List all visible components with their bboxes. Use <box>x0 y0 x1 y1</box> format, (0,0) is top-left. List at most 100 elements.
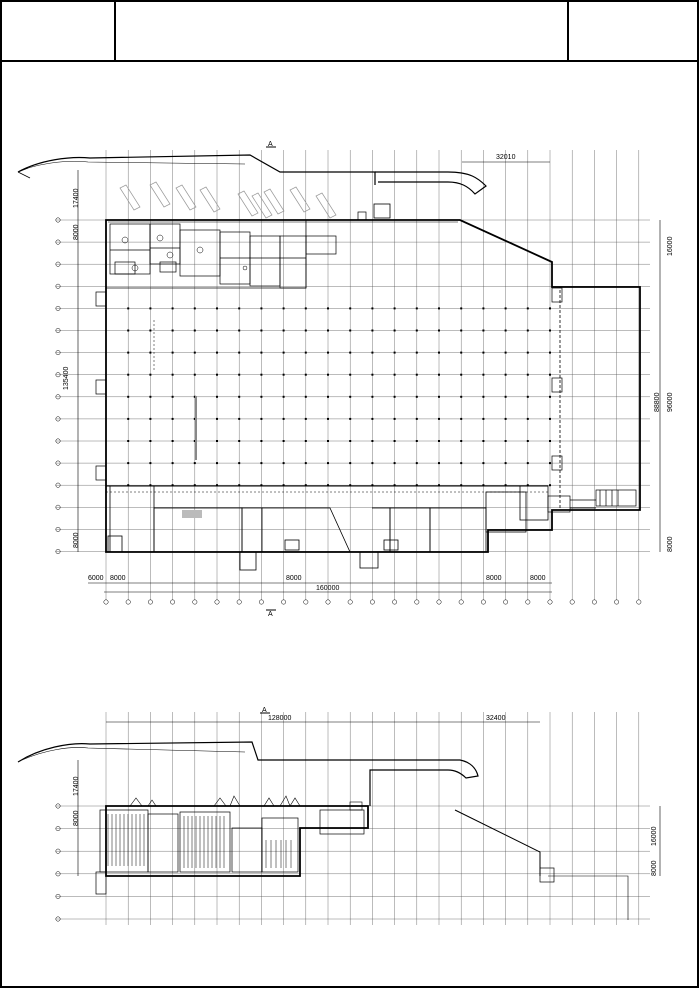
column-mark <box>349 329 352 332</box>
column-mark <box>216 395 218 398</box>
column-mark <box>282 351 285 354</box>
axis-bubble <box>281 599 287 605</box>
column-mark <box>415 462 418 465</box>
column-mark <box>526 351 529 354</box>
column-mark <box>460 417 463 420</box>
axis-bubble <box>55 305 61 311</box>
column-mark <box>460 307 463 310</box>
column-mark <box>327 462 329 465</box>
column-mark <box>193 373 196 376</box>
title-cell-center <box>116 2 567 60</box>
stair-strips <box>119 181 337 219</box>
axis-bubble <box>55 261 61 267</box>
column-mark <box>304 307 307 310</box>
column-mark <box>127 440 130 442</box>
column-mark <box>349 373 352 376</box>
axis-bubble <box>55 460 61 466</box>
column-mark <box>349 484 352 487</box>
column-mark <box>393 484 396 487</box>
axis-bubble <box>55 893 61 899</box>
column-mark <box>127 373 130 376</box>
column-mark <box>171 351 174 354</box>
column-mark <box>238 440 241 442</box>
axis-bubble <box>147 599 153 605</box>
column-mark <box>216 351 218 354</box>
dim-bottom-4: 160000 <box>316 585 339 592</box>
right-exit-top <box>547 489 637 513</box>
column-mark <box>327 307 329 310</box>
axis-bubble <box>55 826 61 832</box>
column-mark <box>438 373 440 376</box>
column-mark <box>549 307 551 310</box>
column-mark <box>549 417 551 420</box>
column-mark <box>415 440 418 442</box>
column-mark <box>193 484 196 487</box>
axis-bubble <box>55 504 61 510</box>
column-mark <box>260 484 263 487</box>
column-mark <box>482 329 485 332</box>
dim-bottom-5: 8000 <box>486 575 502 582</box>
column-mark <box>260 329 263 332</box>
column-mark <box>216 440 218 442</box>
column-mark <box>282 440 285 442</box>
axis-bubble <box>547 599 553 605</box>
column-mark <box>371 373 374 376</box>
axis-bubble <box>392 599 398 605</box>
column-mark <box>393 395 396 398</box>
axis-bubble <box>214 599 220 605</box>
column-mark <box>327 351 329 354</box>
column-mark <box>526 395 529 398</box>
column-mark <box>216 329 218 332</box>
column-mark <box>460 351 463 354</box>
column-mark <box>504 417 507 420</box>
column-mark <box>171 417 174 420</box>
column-mark <box>127 417 130 420</box>
dim-top-1: 32010 <box>496 154 516 161</box>
column-mark <box>549 440 551 442</box>
title-cell-right <box>569 2 697 60</box>
column-mark <box>216 417 218 420</box>
dim-left-3: 135400 <box>63 367 70 390</box>
dim-lower-right-2: 8000 <box>651 860 658 876</box>
column-mark <box>482 307 485 310</box>
axis-bubble <box>303 599 309 605</box>
column-mark <box>238 484 241 487</box>
dim-lines-lower <box>77 721 661 876</box>
column-mark <box>526 373 529 376</box>
column-mark <box>127 307 130 310</box>
canopy-lower <box>17 741 479 806</box>
column-mark <box>460 329 463 332</box>
fixtures-top <box>121 234 248 272</box>
column-mark <box>371 440 374 442</box>
column-mark <box>482 484 485 487</box>
column-mark <box>438 462 440 465</box>
column-mark <box>171 373 174 376</box>
column-mark <box>349 417 352 420</box>
section-mark-a-bottom: A <box>268 611 273 618</box>
column-mark <box>127 395 130 398</box>
column-mark <box>371 395 374 398</box>
column-mark <box>327 484 329 487</box>
column-mark <box>415 417 418 420</box>
canopy-outline <box>17 154 376 185</box>
column-mark <box>260 462 263 465</box>
axis-bubble <box>55 372 61 378</box>
column-mark <box>216 484 218 487</box>
column-mark <box>504 329 507 332</box>
column-mark <box>349 395 352 398</box>
ramp-top-right <box>375 171 487 195</box>
axis-bubble <box>503 599 509 605</box>
column-mark <box>460 395 463 398</box>
column-mark <box>127 484 130 487</box>
column-mark <box>504 307 507 310</box>
axis-bubble <box>569 599 575 605</box>
column-mark <box>149 417 152 420</box>
column-mark <box>482 417 485 420</box>
axis-bubble <box>125 599 131 605</box>
column-mark <box>193 440 196 442</box>
column-mark <box>393 307 396 310</box>
column-mark <box>438 395 440 398</box>
column-mark <box>193 417 196 420</box>
dim-left-1: 17400 <box>73 188 80 208</box>
